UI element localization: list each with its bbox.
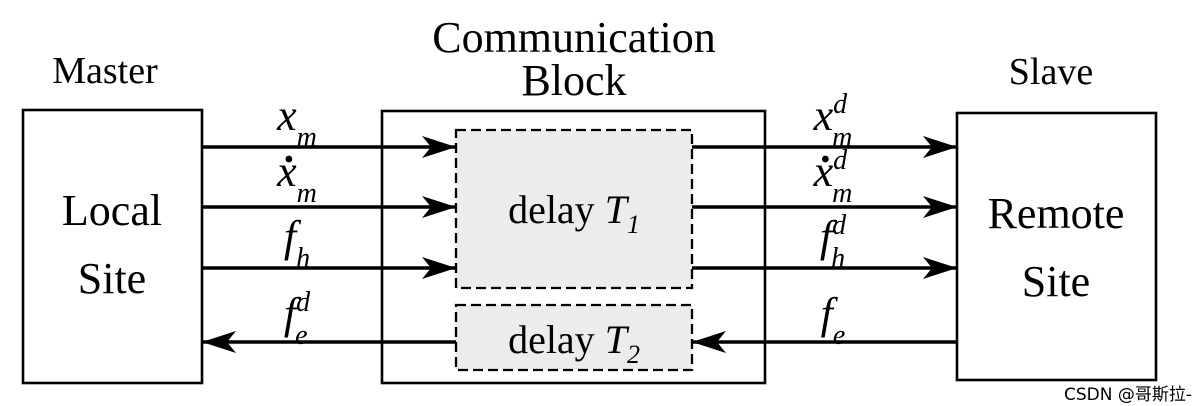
local-site-label-line1: Local [62, 186, 162, 235]
delay-t2-label: delay T2 [508, 317, 640, 369]
signal-label-fe: fe [821, 289, 846, 351]
communication-heading-line1: Communication [432, 13, 716, 62]
delay-t2-box [454, 303, 694, 372]
dot-accent [285, 155, 293, 163]
watermark-text: CSDN @哥斯拉- [1064, 385, 1192, 405]
master-heading: Master [52, 50, 158, 92]
local-site-label-line2: Site [78, 254, 146, 303]
signal-label-xm: xm [276, 91, 317, 153]
signal-label-fh: fh [284, 212, 310, 274]
master-site-box [21, 108, 204, 385]
remote-site-label-line2: Site [1022, 257, 1090, 306]
signal-label-xdotm: xm [276, 147, 317, 209]
communication-heading-line2: Block [521, 56, 626, 105]
delay-t1-box [454, 128, 694, 290]
slave-heading: Slave [1009, 51, 1093, 93]
slave-site-box [955, 111, 1158, 382]
delay-t1-label: delay T1 [508, 187, 640, 239]
remote-site-label-line1: Remote [988, 189, 1125, 238]
communication-block-box [380, 109, 767, 385]
dot-accent [821, 155, 829, 163]
